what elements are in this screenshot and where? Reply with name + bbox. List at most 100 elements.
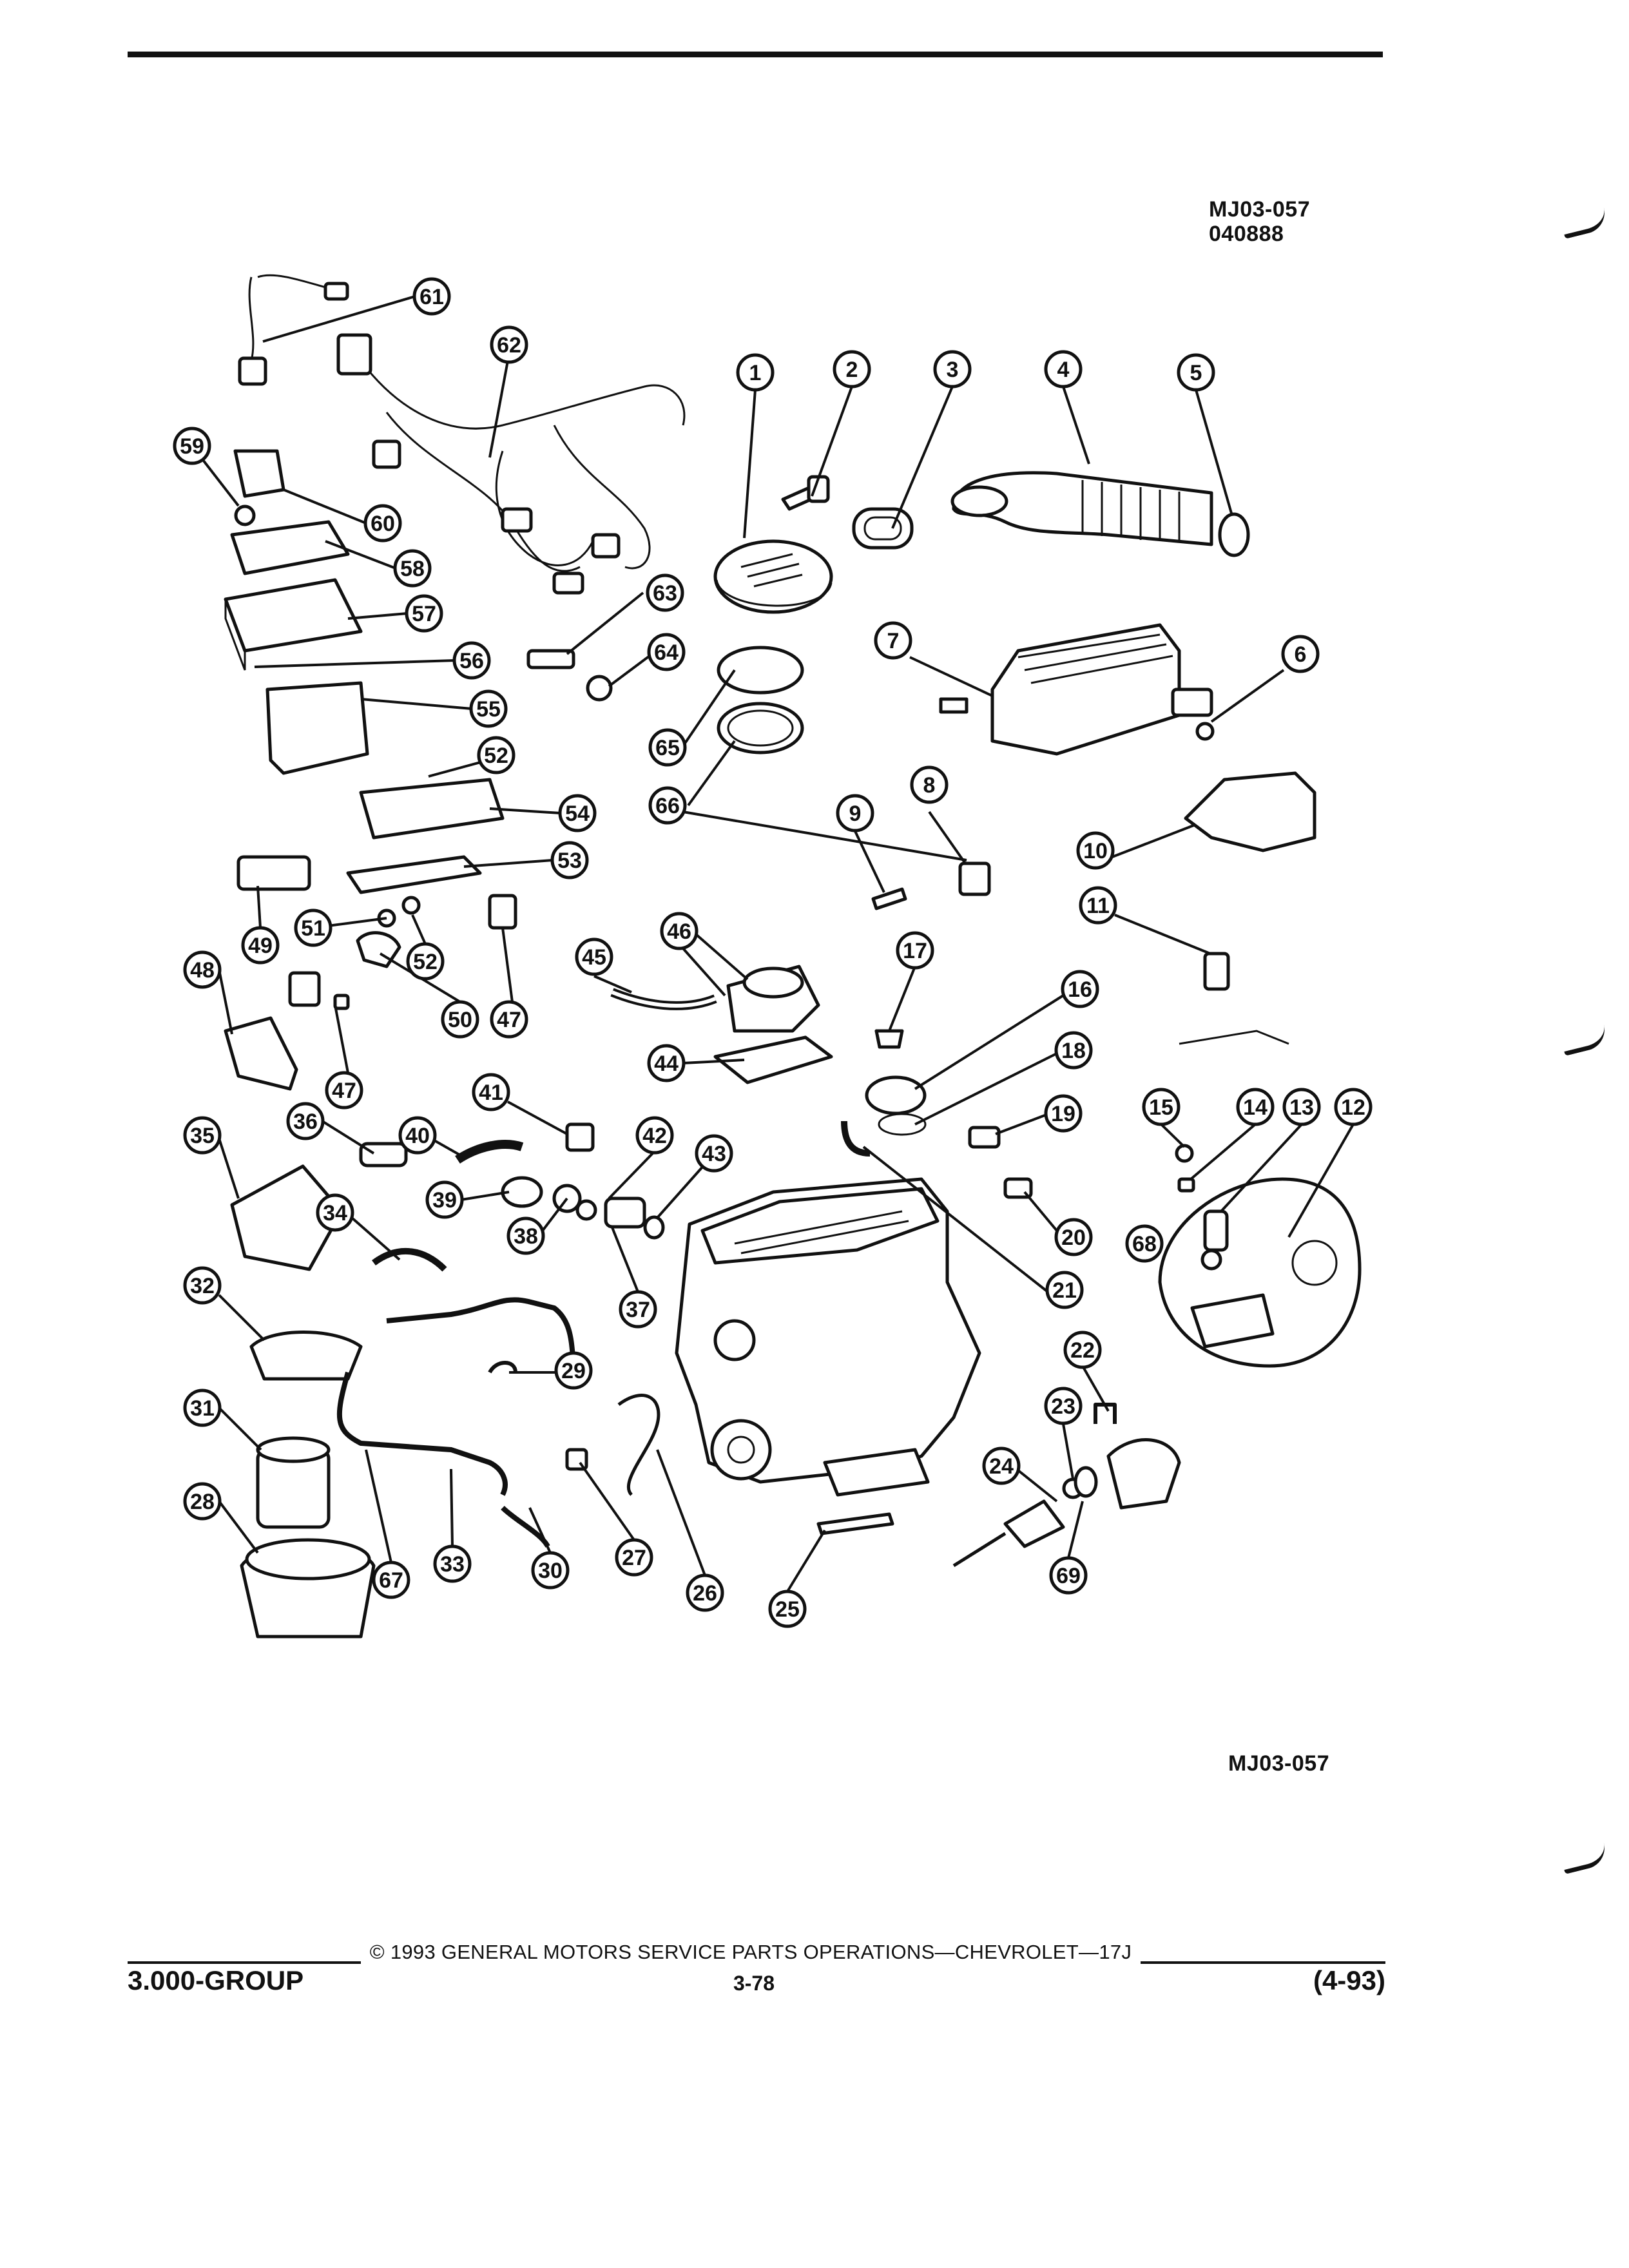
callout-53: 53	[550, 841, 589, 879]
callout-label: 56	[459, 649, 484, 673]
footer-rule-right	[1141, 1961, 1385, 1964]
callout-61: 61	[412, 277, 451, 316]
callout-10: 10	[1076, 831, 1115, 870]
callout-label: 50	[448, 1008, 472, 1032]
callout-17: 17	[896, 931, 934, 970]
part-44-46-throttle-body	[610, 965, 833, 1084]
callout-label: 35	[190, 1124, 215, 1148]
part-63-64-fittings	[526, 649, 613, 702]
callout-label: 67	[379, 1568, 403, 1593]
footer-page-number: 3-78	[733, 1972, 775, 1995]
callout-label: 28	[190, 1490, 215, 1514]
leader-lines	[191, 295, 1354, 1593]
callout-37: 37	[619, 1290, 657, 1329]
callout-label: 4	[1057, 358, 1070, 382]
callout-21: 21	[1045, 1271, 1084, 1309]
figure-code: MJ03-057	[1209, 197, 1311, 222]
callout-label: 42	[642, 1124, 667, 1148]
callout-14: 14	[1236, 1088, 1275, 1126]
part-48-bracket	[224, 1016, 298, 1091]
part-3-seal	[852, 507, 914, 550]
callout-32: 32	[183, 1266, 222, 1305]
callout-69: 69	[1049, 1556, 1088, 1595]
callout-label: 31	[190, 1396, 215, 1421]
callout-18: 18	[1054, 1031, 1093, 1070]
callout-47: 47	[490, 1000, 528, 1039]
part-55-cover	[265, 681, 369, 775]
callout-31: 31	[183, 1389, 222, 1427]
callout-label: 54	[565, 802, 590, 826]
callout-43: 43	[695, 1134, 733, 1173]
callout-13: 13	[1282, 1088, 1321, 1126]
callout-label: 12	[1341, 1095, 1365, 1120]
footer-rule-left	[128, 1961, 361, 1964]
callout-label: 47	[497, 1008, 521, 1032]
callout-33: 33	[433, 1544, 472, 1583]
callout-label: 18	[1061, 1039, 1086, 1063]
callout-label: 53	[557, 849, 582, 873]
callout-label: 49	[248, 934, 273, 958]
part-54-shield	[359, 778, 505, 840]
part-57-ecm	[224, 578, 363, 671]
callout-label: 62	[497, 333, 521, 358]
callout-46: 46	[660, 912, 699, 950]
callout-42: 42	[635, 1116, 674, 1155]
part-engine-assembly	[675, 1177, 981, 1497]
callout-48: 48	[183, 950, 222, 989]
part-5-clamp	[1218, 512, 1250, 557]
callout-label: 44	[654, 1052, 679, 1076]
callout-22: 22	[1063, 1331, 1102, 1369]
part-22-25-69-parts	[816, 1403, 1181, 1568]
callout-label: 52	[484, 744, 508, 768]
callout-60: 60	[363, 504, 402, 543]
part-53-bracket	[346, 855, 482, 894]
callout-51: 51	[294, 908, 333, 947]
callout-62: 62	[490, 325, 528, 364]
callout-label: 30	[538, 1559, 563, 1583]
part-1-air-cleaner-cover	[713, 539, 833, 614]
callout-52: 52	[406, 942, 445, 981]
callout-34: 34	[316, 1193, 354, 1232]
callout-label: 36	[293, 1110, 318, 1134]
callout-label: 63	[653, 581, 677, 606]
callout-20: 20	[1054, 1218, 1093, 1256]
callout-35: 35	[183, 1116, 222, 1155]
part-8-9-11-17-sensors	[871, 861, 1289, 1049]
callout-28: 28	[183, 1482, 222, 1521]
part-19-20-sensors	[968, 1126, 1033, 1199]
callout-label: 32	[190, 1274, 215, 1298]
callout-15: 15	[1142, 1088, 1181, 1126]
footer-copyright: © 1993 GENERAL MOTORS SERVICE PARTS OPER…	[369, 1941, 1132, 1963]
callout-67: 67	[372, 1561, 410, 1599]
callout-45: 45	[575, 937, 613, 976]
part-58-60-brackets	[230, 449, 350, 575]
callout-label: 34	[323, 1201, 347, 1225]
callout-label: 68	[1132, 1232, 1157, 1256]
callout-8: 8	[910, 765, 949, 804]
parts-art	[224, 274, 1362, 1639]
callout-1: 1	[736, 353, 775, 392]
part-2-bolt	[781, 475, 830, 511]
callout-44: 44	[647, 1044, 686, 1082]
callout-30: 30	[531, 1551, 570, 1590]
part-10-bracket	[1184, 771, 1316, 852]
callout-label: 19	[1051, 1102, 1075, 1126]
callout-26: 26	[686, 1573, 724, 1612]
callout-label: 45	[582, 945, 606, 970]
callout-label: 11	[1086, 894, 1110, 918]
callout-27: 27	[615, 1538, 653, 1577]
callout-68: 68	[1125, 1224, 1164, 1263]
callout-5: 5	[1177, 353, 1215, 392]
callout-label: 65	[655, 736, 680, 760]
callout-19: 19	[1044, 1094, 1083, 1133]
callout-47: 47	[325, 1071, 363, 1110]
callout-29: 29	[554, 1351, 593, 1390]
callout-7: 7	[874, 621, 912, 660]
callout-23: 23	[1044, 1387, 1083, 1425]
callout-2: 2	[833, 350, 871, 389]
callout-40: 40	[398, 1116, 437, 1155]
callout-4: 4	[1044, 350, 1083, 389]
callout-66: 66	[648, 786, 687, 825]
callout-50: 50	[441, 1000, 479, 1039]
callout-25: 25	[768, 1590, 807, 1628]
